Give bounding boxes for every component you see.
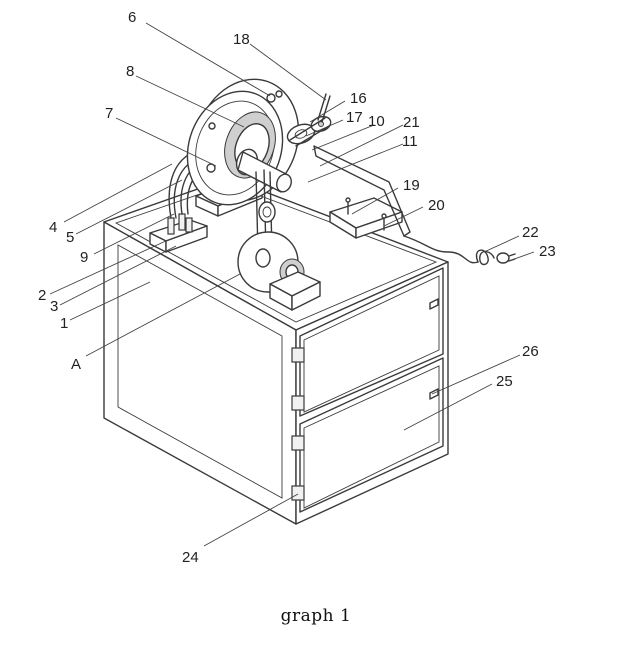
lower-drawer-handle <box>429 388 439 400</box>
hinge-1 <box>291 347 305 363</box>
callout-7: 7 <box>105 105 113 122</box>
callout-labels: 6 18 8 7 16 17 10 21 11 19 20 22 23 4 5 … <box>38 9 556 566</box>
belt-drive <box>237 169 321 311</box>
hinge-3 <box>291 435 305 451</box>
callout-18: 18 <box>233 31 250 48</box>
callout-26: 26 <box>522 343 539 360</box>
callout-1: 1 <box>60 315 68 332</box>
callout-8: 8 <box>126 63 134 80</box>
leader-lines <box>49 22 535 547</box>
lower-drawer <box>299 357 444 513</box>
hinge-4 <box>291 485 305 501</box>
wheel-housing <box>186 78 300 217</box>
hinge-2 <box>291 395 305 411</box>
lower-drawer-inner <box>303 365 440 509</box>
callout-6: 6 <box>128 9 136 26</box>
callout-19: 19 <box>403 177 420 194</box>
callout-3: 3 <box>50 298 58 315</box>
callout-17: 17 <box>346 109 363 126</box>
left-base-block <box>149 149 219 253</box>
callout-2: 2 <box>38 287 46 304</box>
linkage-arm <box>286 93 332 147</box>
cabinet-left-panel <box>117 244 283 499</box>
callout-16: 16 <box>350 90 367 107</box>
callout-11: 11 <box>402 133 418 150</box>
drawers <box>291 267 444 513</box>
callout-24: 24 <box>182 549 199 566</box>
callout-a: A <box>71 356 81 373</box>
callout-21: 21 <box>403 114 420 131</box>
callout-5: 5 <box>66 229 74 246</box>
callout-9: 9 <box>80 249 88 266</box>
callout-10: 10 <box>368 113 385 130</box>
figure-caption: graph 1 <box>280 606 352 626</box>
callout-23: 23 <box>539 243 556 260</box>
power-cord <box>403 235 516 266</box>
callout-20: 20 <box>428 197 445 214</box>
cabinet-top-rim <box>114 183 438 323</box>
callout-22: 22 <box>522 224 539 241</box>
upper-drawer-inner <box>303 275 440 413</box>
upper-drawer <box>299 267 444 417</box>
callout-4: 4 <box>49 219 57 236</box>
upper-drawer-handle <box>429 298 439 310</box>
callout-25: 25 <box>496 373 513 390</box>
